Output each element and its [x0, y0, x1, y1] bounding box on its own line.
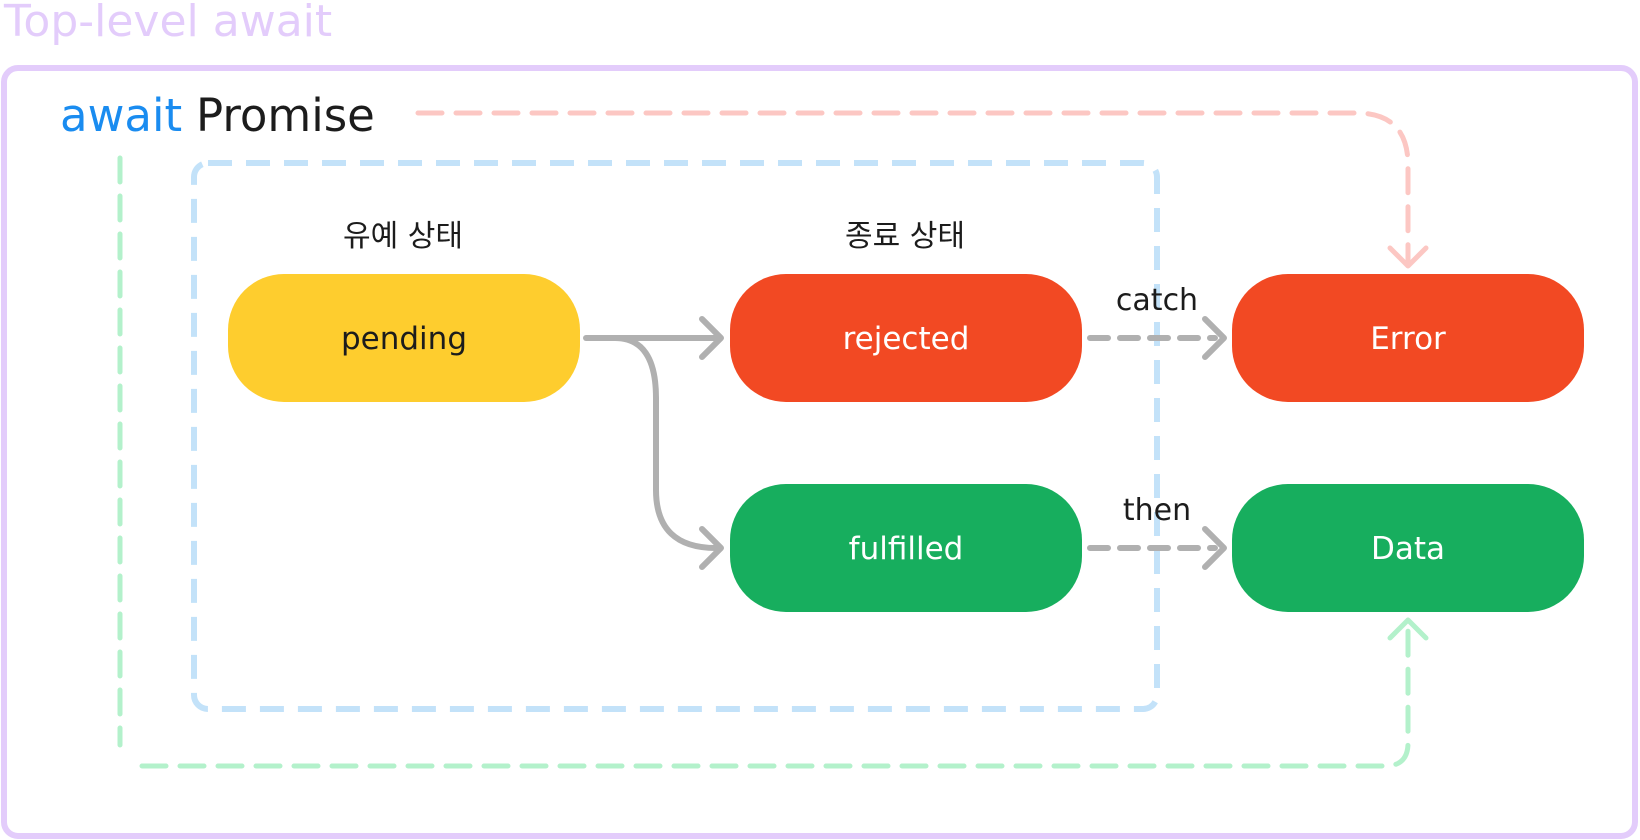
- error-node-label: Error: [1370, 321, 1446, 357]
- await-keyword: await: [60, 89, 182, 142]
- fulfilled-node: [730, 484, 1082, 612]
- catch-arrowhead: [1202, 316, 1227, 360]
- fulfilled-node-label: fulfilled: [849, 531, 964, 567]
- promise-box: [191, 160, 1160, 712]
- pending-state-label: 유예 상태: [343, 219, 463, 254]
- catch-label: catch: [1116, 283, 1198, 318]
- pending-to-fulfilled-arrowhead: [699, 526, 724, 570]
- diagram-title: Top-level await: [3, 0, 332, 47]
- top-level-await-frame: [1, 65, 1638, 839]
- rejected-node: [730, 274, 1082, 402]
- resolve-flow-arrowhead: [1387, 617, 1429, 641]
- reject-flow-arrowhead: [1387, 245, 1429, 269]
- pending-to-rejected-arrowhead: [699, 316, 724, 360]
- data-node: [1232, 484, 1584, 612]
- data-node-label: Data: [1371, 531, 1445, 567]
- resolve-flow-path: [117, 155, 1411, 769]
- pending-to-fulfilled-arrow: [612, 335, 719, 551]
- error-node: [1232, 274, 1584, 402]
- promise-label: Promise: [196, 89, 375, 142]
- settled-state-label: 종료 상태: [845, 219, 965, 254]
- rejected-node-label: rejected: [843, 321, 970, 357]
- then-label: then: [1123, 493, 1191, 528]
- pending-node: [228, 274, 580, 402]
- then-arrowhead: [1202, 526, 1227, 570]
- pending-node-label: pending: [341, 321, 467, 357]
